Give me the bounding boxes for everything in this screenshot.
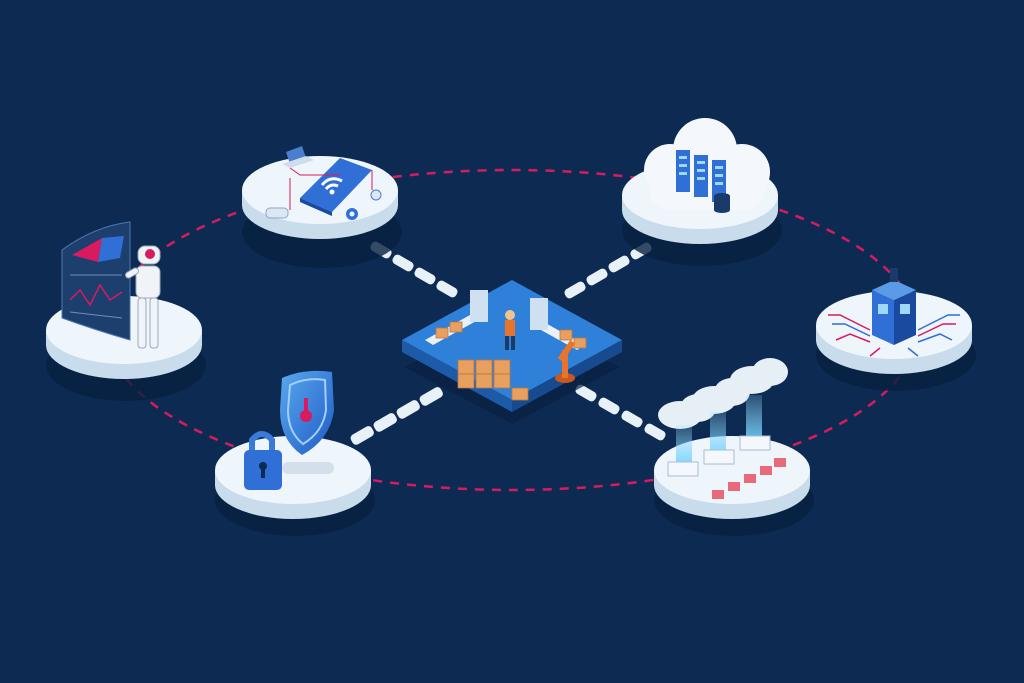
light-beams [676, 395, 762, 465]
robot-icon [125, 245, 161, 349]
platform-cpu-chip [816, 268, 976, 391]
gear-icon [346, 208, 358, 220]
password-bar [282, 462, 334, 474]
platform-cloud-servers [622, 118, 782, 266]
circuit-traces [828, 314, 960, 357]
cloud-server-icon [644, 118, 770, 213]
camera-icon [265, 207, 289, 219]
database-icon [714, 193, 730, 213]
factory-blocks-icon [667, 435, 786, 499]
platform-security [215, 370, 375, 536]
bulb-icon [370, 189, 382, 201]
robotic-arm-icon [555, 340, 576, 383]
cpu-chip-icon [872, 268, 916, 345]
connector-bottom-right [575, 384, 666, 441]
platform-robot-analytics [46, 221, 206, 401]
padlock-icon [244, 431, 282, 490]
wifi-tablet-icon [300, 158, 372, 216]
shield-icon [280, 370, 334, 455]
connector-bottom-left [350, 387, 443, 445]
warehouse-hub [402, 280, 622, 424]
cloud-icon [658, 358, 788, 429]
platform-cloud-factory [654, 358, 814, 536]
cardboard-boxes [435, 321, 587, 401]
dashboard-screen [61, 221, 131, 341]
laptop-icon [282, 146, 314, 168]
platform-iot-devices [242, 146, 402, 268]
worker-icon [505, 310, 515, 350]
